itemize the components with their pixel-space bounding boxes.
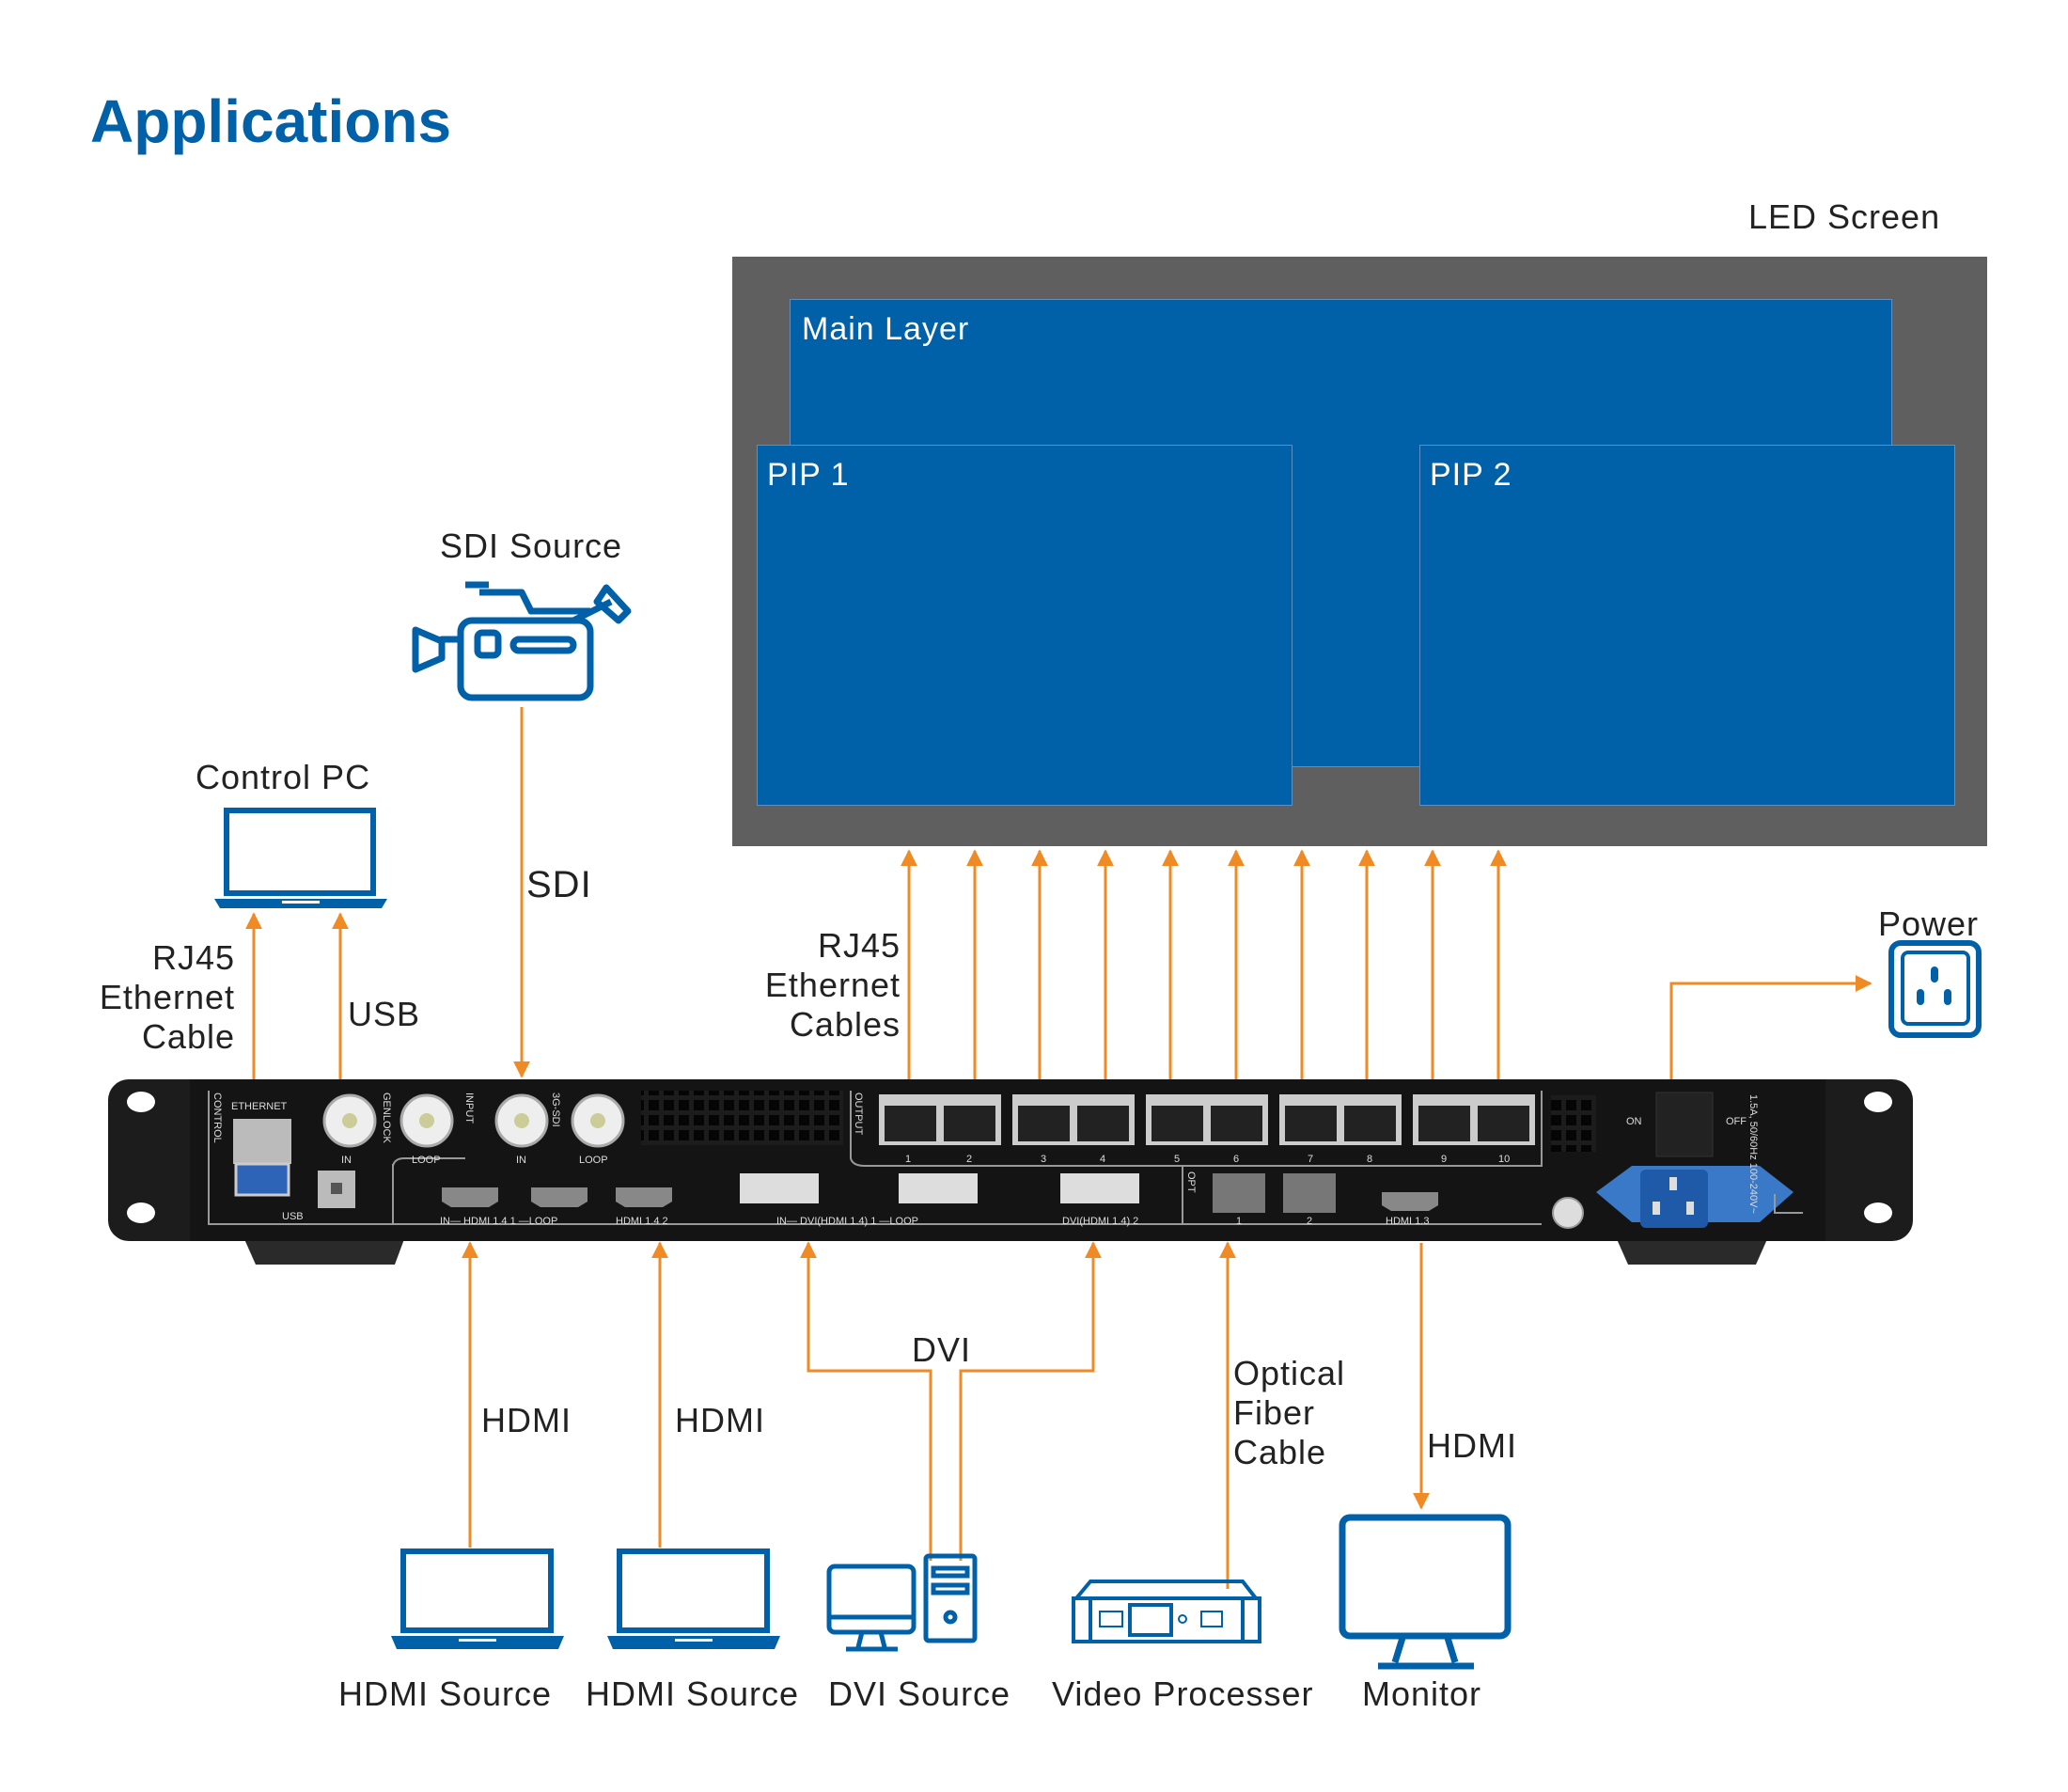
bnc-ports — [322, 1093, 625, 1148]
genlock-in-label: IN — [341, 1155, 352, 1166]
power-socket-icon — [1888, 940, 1982, 1038]
on-label: ON — [1626, 1116, 1642, 1127]
hdmi2-port-label: HDMI 1.4 2 — [616, 1216, 668, 1227]
usb-a-port — [234, 1162, 290, 1197]
optical-ports — [1213, 1173, 1336, 1213]
hdmi-source-laptop-icon-1 — [391, 1548, 564, 1649]
pip1-layer: PIP 1 — [757, 445, 1292, 806]
hdmi-cable-label-2: HDMI — [675, 1401, 765, 1439]
genlock-label: GENLOCK — [381, 1092, 392, 1143]
hdmi-cable-label-1: HDMI — [481, 1401, 572, 1439]
hdmi-source-laptop-icon-2 — [607, 1548, 780, 1649]
rj45-output-ports — [879, 1094, 1535, 1145]
dvi1-arrow — [800, 1241, 932, 1561]
dvi2-port-label: DVI(HDMI 1.4) 2 — [1062, 1216, 1138, 1227]
output-port-number: 6 — [1233, 1154, 1239, 1165]
sdi-cable-label: SDI — [526, 864, 592, 905]
sdi-loop-label: LOOP — [579, 1155, 608, 1166]
hdmi1-port-label: IN— HDMI 1.4 1 —LOOP — [440, 1216, 557, 1227]
video-processer-icon — [1072, 1580, 1261, 1643]
output-port-number: 7 — [1308, 1154, 1313, 1165]
hdmi-output-port — [1382, 1192, 1438, 1211]
input-section-label: INPUT — [463, 1092, 475, 1124]
rack-hole — [1864, 1092, 1892, 1112]
opt-section-label: OPT — [1185, 1171, 1197, 1193]
source-label-video-processer: Video Processer — [1052, 1674, 1314, 1713]
output-port-number: 1 — [905, 1154, 911, 1165]
output-section-label: OUTPUT — [853, 1092, 864, 1136]
output-port-number: 4 — [1100, 1154, 1105, 1165]
usb-cable-label: USB — [348, 995, 421, 1033]
output-arrows — [901, 849, 1507, 1108]
pip2-label: PIP 2 — [1430, 457, 1512, 493]
output-port-number: 2 — [966, 1154, 972, 1165]
source-label-hdmi-2: HDMI Source — [586, 1674, 800, 1713]
usb-port-label: USB — [282, 1211, 304, 1222]
source-label-monitor: Monitor — [1362, 1674, 1482, 1713]
control-pc-laptop-icon — [214, 808, 387, 908]
source-label-dvi: DVI Source — [828, 1674, 1011, 1713]
output-port-number: 10 — [1498, 1154, 1510, 1165]
genlock-loop-label: LOOP — [412, 1155, 441, 1166]
video-camera-icon — [412, 581, 632, 701]
opt-port-number: 1 — [1236, 1216, 1242, 1227]
sdi-source-label: SDI Source — [440, 527, 623, 565]
pip1-label: PIP 1 — [767, 457, 850, 493]
dvi1-port-label: IN— DVI(HDMI 1.4) 1 —LOOP — [776, 1216, 918, 1227]
pip2-layer: PIP 2 — [1419, 445, 1955, 806]
source-label-hdmi-1: HDMI Source — [338, 1674, 553, 1713]
dvi-ports — [740, 1173, 1139, 1203]
rack-hole — [1864, 1203, 1892, 1223]
off-label: OFF — [1726, 1116, 1747, 1127]
power-switch — [1655, 1092, 1714, 1157]
monitor-icon — [1339, 1514, 1512, 1670]
sdi-label: 3G-SDI — [550, 1092, 561, 1127]
video-processor-device: ETHERNET USB IN LOOP IN LOOP IN— HDMI 1.… — [108, 1079, 1913, 1265]
opt-port-number: 2 — [1307, 1216, 1312, 1227]
output-port-number: 5 — [1174, 1154, 1180, 1165]
ethernet-port-label: ETHERNET — [231, 1101, 288, 1112]
output-port-number: 9 — [1441, 1154, 1447, 1165]
output-port-number: 8 — [1367, 1154, 1372, 1165]
ethernet-port — [233, 1119, 291, 1164]
page-title: Applications — [90, 87, 452, 155]
power-rating-label: 1.5A, 50/60Hz 100-240V~ — [1747, 1094, 1759, 1214]
ground-terminal — [1552, 1197, 1584, 1229]
hdmi-out-cable-label: HDMI — [1427, 1426, 1517, 1465]
control-section-label: CONTROL — [212, 1092, 223, 1143]
output-port-number: 3 — [1041, 1154, 1046, 1165]
control-pc-label: Control PC — [196, 758, 371, 796]
dvi2-arrow — [959, 1241, 1102, 1561]
led-screen-label: LED Screen — [1748, 197, 1941, 236]
dvi-cable-label: DVI — [912, 1330, 972, 1369]
dvi-source-desktop-icon — [826, 1553, 978, 1652]
rack-hole — [127, 1203, 155, 1223]
main-layer-label: Main Layer — [802, 311, 970, 347]
power-label: Power — [1878, 904, 1980, 943]
sdi-in-label: IN — [516, 1155, 526, 1166]
rack-hole — [127, 1092, 155, 1112]
hdmi-input-ports — [442, 1187, 672, 1207]
hdmi-out-port-label: HDMI 1.3 — [1386, 1216, 1429, 1227]
